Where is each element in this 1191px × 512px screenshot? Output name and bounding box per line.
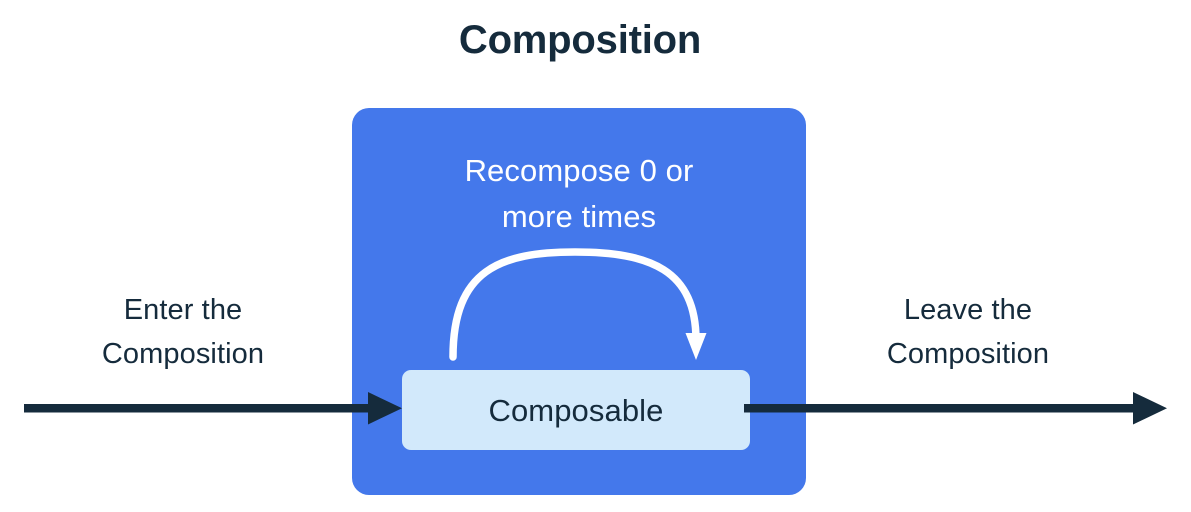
page-title: Composition [458, 18, 702, 62]
recompose-loop-arrow-icon [449, 248, 707, 361]
enter-composition-label: Enter the Composition [43, 288, 323, 376]
leave-label-line-2: Composition [886, 338, 1050, 370]
recompose-caption-line-2: more times [501, 199, 657, 234]
leave-label-line-1: Leave the [903, 294, 1033, 326]
leave-composition-arrow-icon [744, 392, 1167, 425]
composable-box: Composable [402, 370, 750, 450]
composable-label: Composable [488, 392, 664, 428]
enter-label-line-1: Enter the [123, 294, 243, 326]
leave-composition-label: Leave the Composition [828, 288, 1108, 376]
enter-label-line-2: Composition [101, 338, 265, 370]
recompose-caption: Recompose 0 or more times [352, 148, 806, 240]
recompose-caption-line-1: Recompose 0 or [464, 153, 694, 188]
enter-composition-arrow-icon [24, 392, 402, 425]
